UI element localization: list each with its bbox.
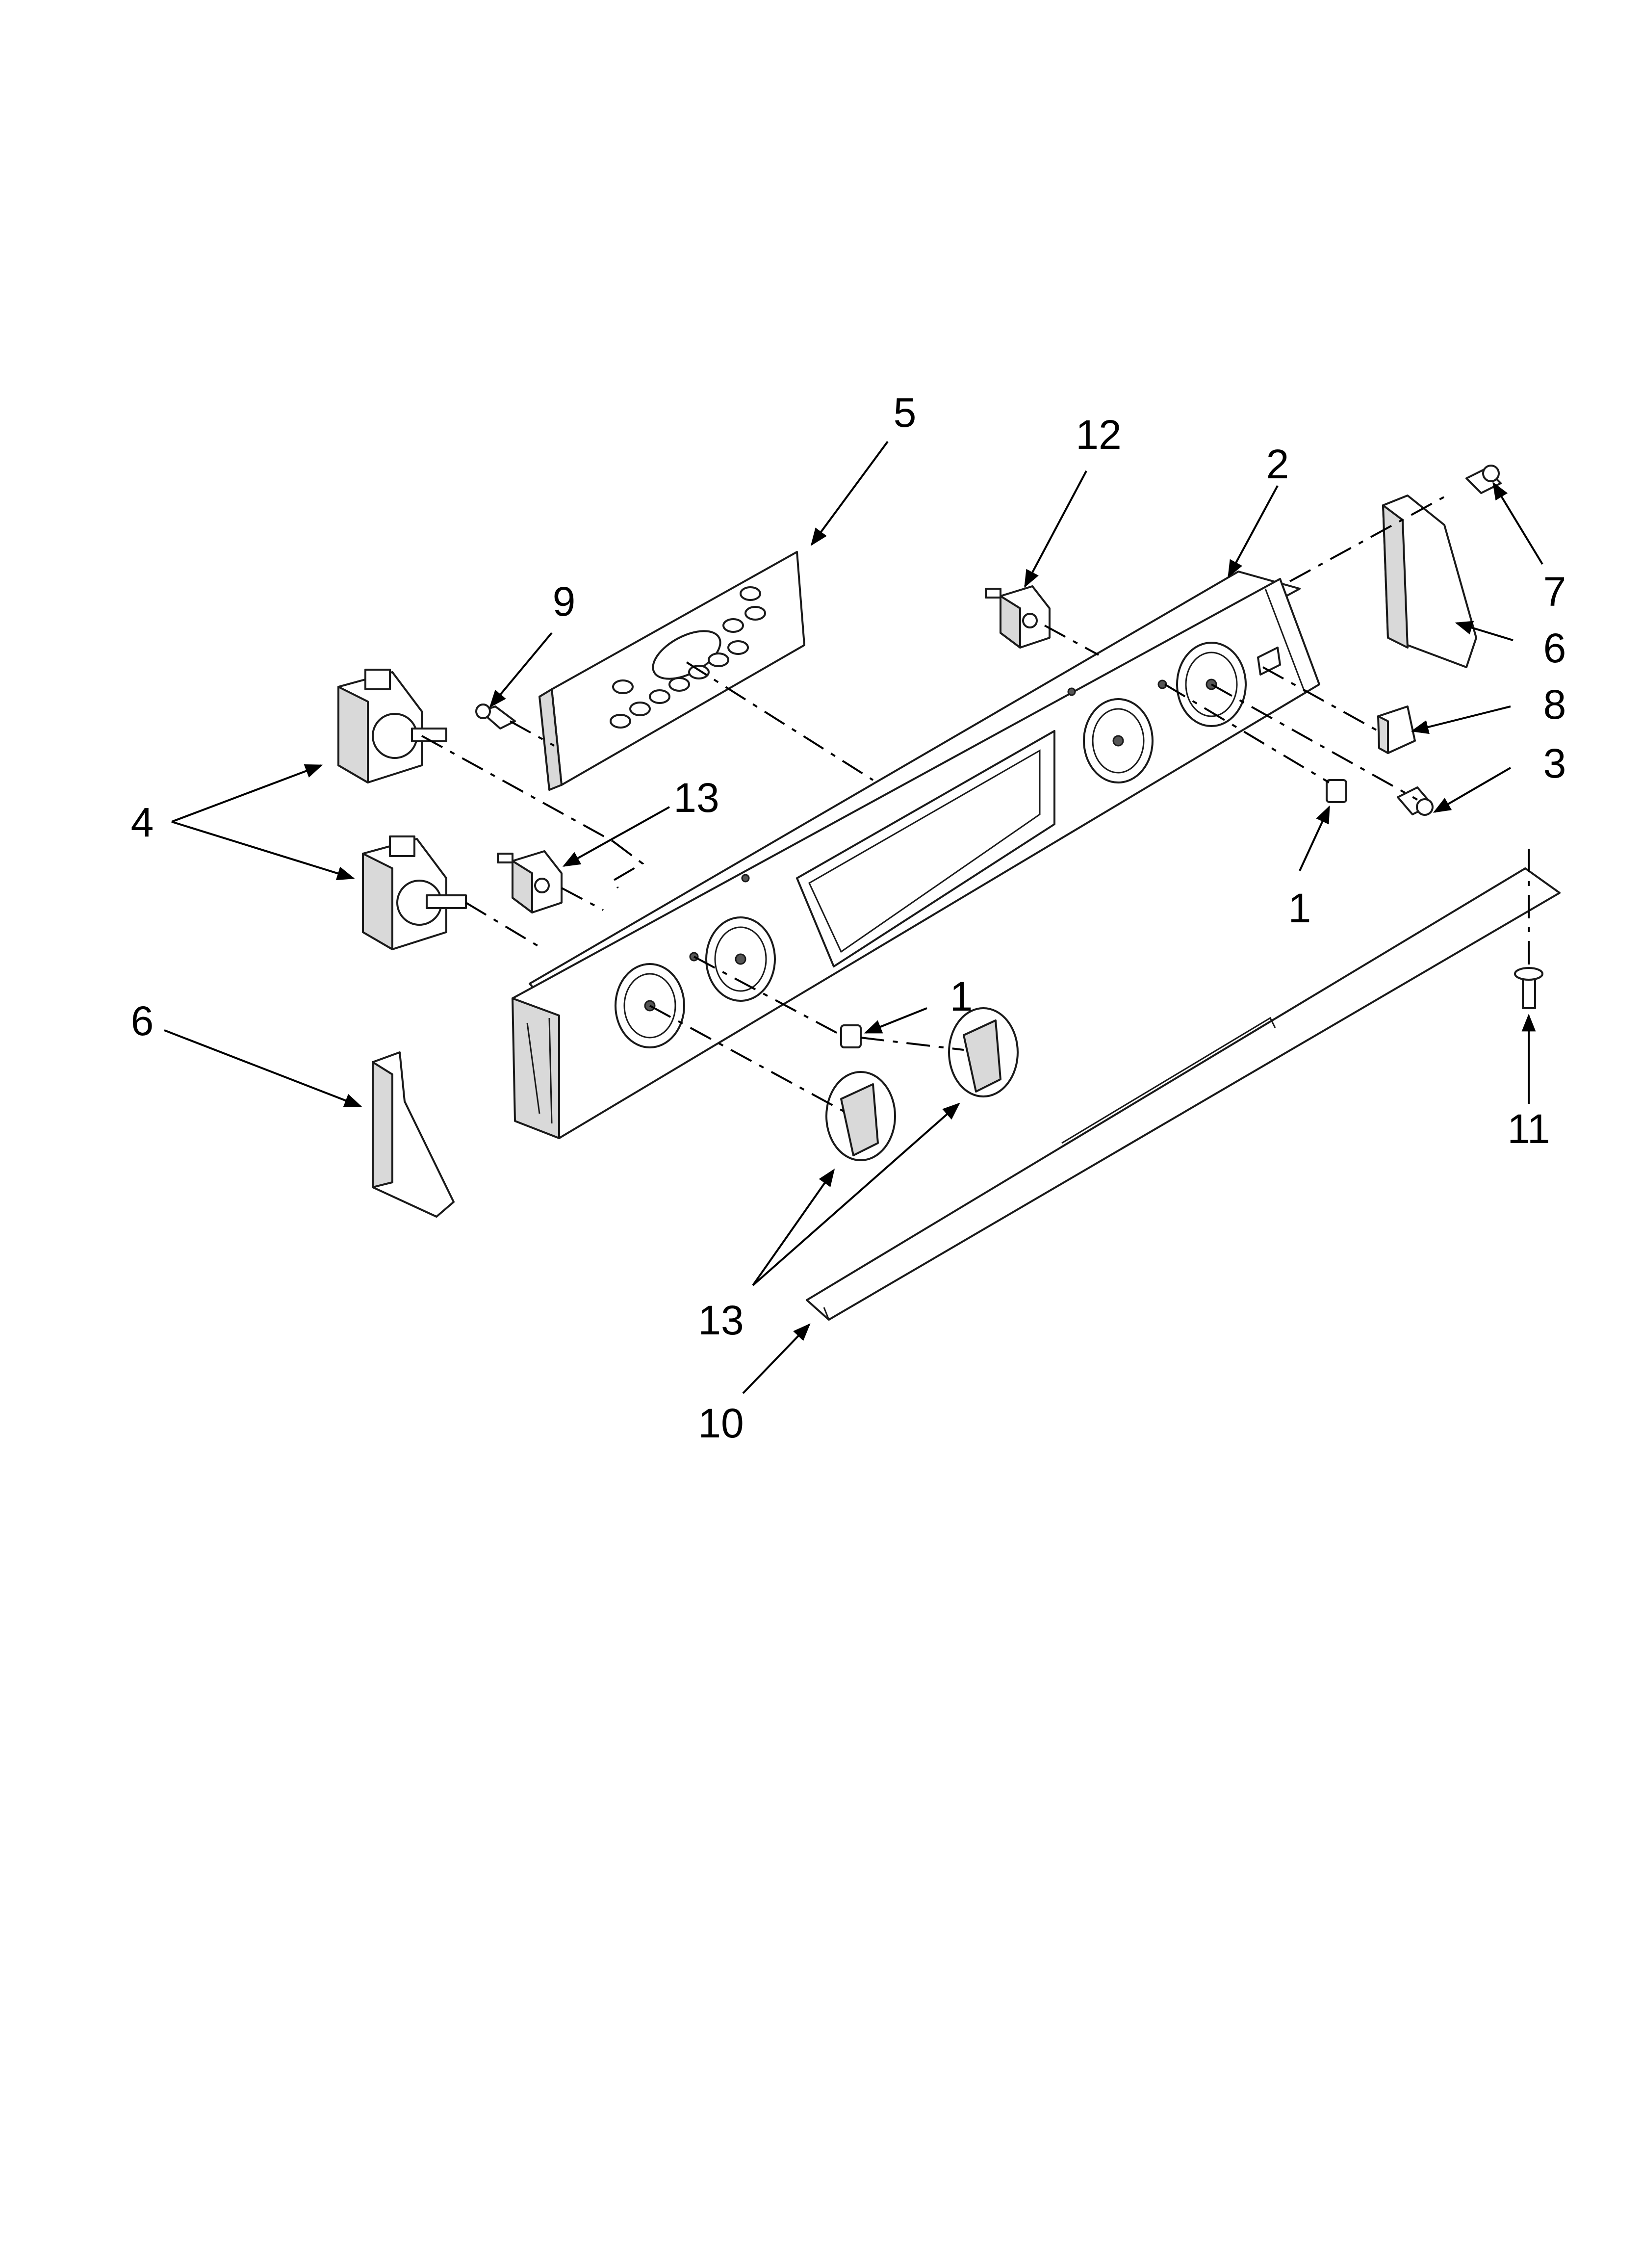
callout-5: 5 — [894, 390, 917, 436]
control-knob-right — [948, 1007, 1019, 1097]
leader-arrows — [164, 441, 1543, 1394]
end-cap-left — [372, 1051, 455, 1218]
infinite-switch-upper — [337, 669, 447, 783]
signal-light-switch-12 — [985, 585, 1051, 649]
callout-9: 9 — [553, 578, 576, 625]
callout-12: 12 — [1076, 412, 1121, 458]
callout-1-left: 1 — [950, 973, 973, 1019]
callout-13-bottom: 13 — [698, 1297, 744, 1343]
callout-4: 4 — [131, 799, 154, 845]
signal-light-switch-13 — [497, 850, 563, 913]
screw-3 — [1397, 786, 1434, 816]
callout-13-top: 13 — [673, 775, 719, 821]
callout-2: 2 — [1266, 441, 1289, 487]
knob-bezel-left-2 — [705, 916, 776, 1002]
callout-3: 3 — [1543, 740, 1566, 786]
control-knob-left — [825, 1071, 896, 1161]
knob-bezel-right-2 — [1083, 698, 1154, 783]
touchpad-buttons — [610, 586, 766, 729]
electronic-control-board-part — [539, 551, 805, 791]
infinite-switch-lower — [362, 835, 467, 950]
callout-10: 10 — [698, 1400, 744, 1446]
callout-8: 8 — [1543, 681, 1566, 728]
screw-9 — [475, 704, 516, 730]
callout-labels: 5 12 2 9 7 6 8 3 1 1 13 4 6 13 10 11 — [131, 390, 1566, 1446]
knob-clip-1-right — [1326, 779, 1347, 803]
callout-11: 11 — [1507, 1106, 1550, 1152]
callout-6-right: 6 — [1543, 625, 1566, 671]
knob-clip-1-left — [840, 1024, 862, 1048]
assembly-lines — [421, 495, 1530, 1112]
control-panel-part — [512, 571, 1320, 1139]
rocker-switch-8 — [1377, 705, 1416, 754]
end-cap-right — [1382, 495, 1477, 668]
callout-1-right: 1 — [1288, 885, 1311, 931]
screw-7 — [1465, 465, 1502, 494]
callout-7: 7 — [1543, 569, 1566, 615]
callout-6-left: 6 — [131, 998, 154, 1044]
screw-11 — [1514, 967, 1543, 1009]
trim-strip-part — [806, 867, 1561, 1321]
